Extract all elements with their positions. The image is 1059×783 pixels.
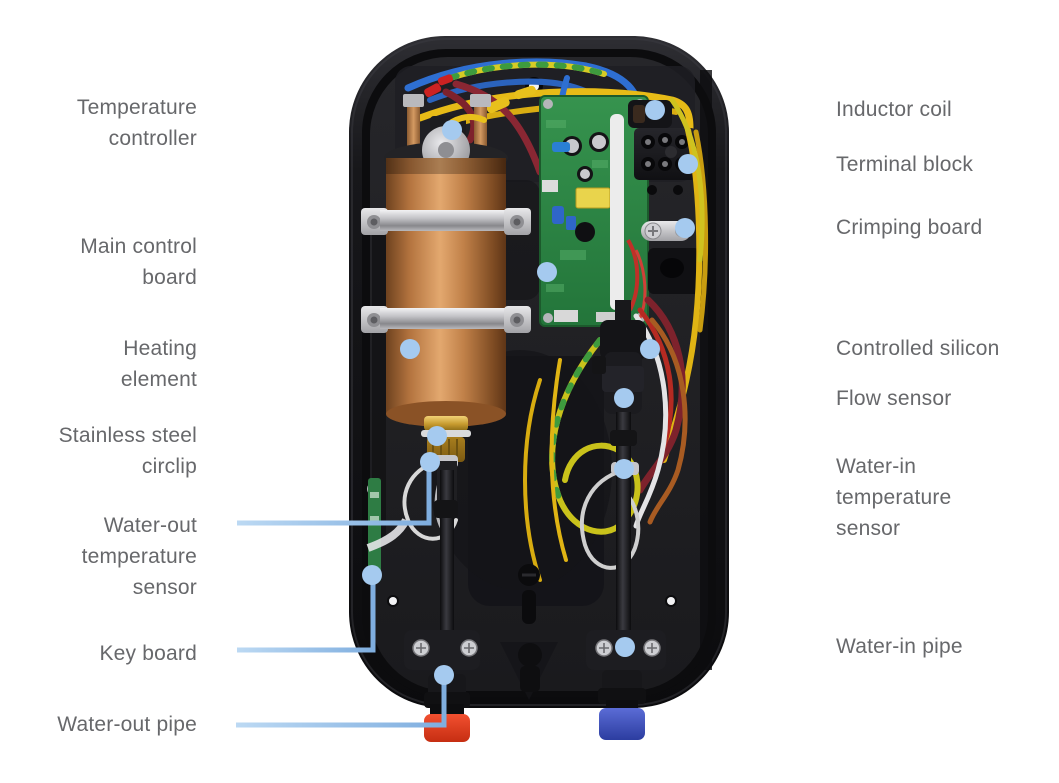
water-in-blue-fitting — [599, 708, 645, 740]
label-inductor-coil: Inductor coil — [836, 98, 952, 121]
terminal-block-part — [634, 128, 696, 195]
water-in-pipe-part — [592, 300, 646, 740]
key-board-part — [366, 478, 410, 582]
water-out-red-fitting — [424, 714, 470, 742]
bottom-fixtures — [387, 564, 677, 692]
main-control-board-pcb — [539, 95, 649, 327]
label-water-in-temperature-sensor: Water-in temperature sensor — [836, 455, 952, 540]
wire-crimp-connectors — [424, 74, 536, 114]
dot-water-out-temperature-sensor — [420, 452, 440, 472]
label-crimping-board: Crimping board — [836, 216, 983, 239]
cylinder-strap-upper — [361, 208, 531, 235]
label-controlled-silicon: Controlled silicon — [836, 337, 1000, 360]
cylinder-strap-lower — [361, 306, 531, 333]
leader-water-out-pipe — [236, 677, 447, 728]
dot-terminal-block — [678, 154, 698, 174]
dot-water-in-temperature-sensor — [614, 459, 634, 479]
dot-inductor-coil — [645, 100, 665, 120]
dot-water-in-pipe — [615, 637, 635, 657]
heating-element-cylinder — [361, 94, 531, 462]
leader-dots — [362, 100, 698, 685]
label-flow-sensor: Flow sensor — [836, 387, 952, 410]
dot-key-board — [362, 565, 382, 585]
dot-heating-element — [400, 339, 420, 359]
leader-lines — [236, 107, 810, 728]
label-temperature-controller: Temperature controller — [76, 96, 197, 150]
label-heating-element: Heating element — [120, 337, 197, 391]
label-stainless-steel-circlip: Stainless steel circlip — [58, 424, 197, 478]
dot-stainless-steel-circlip — [427, 426, 447, 446]
label-terminal-block: Terminal block — [836, 153, 974, 176]
dot-flow-sensor — [614, 388, 634, 408]
dot-crimping-board — [675, 218, 695, 238]
dot-controlled-silicon — [640, 339, 660, 359]
dot-temperature-controller — [442, 120, 462, 140]
pcb-white-channel — [610, 114, 624, 310]
label-main-control-board: Main control board — [80, 235, 197, 289]
label-key-board: Key board — [99, 642, 197, 665]
label-water-in-pipe: Water-in pipe — [836, 635, 963, 658]
dot-main-control-board — [537, 262, 557, 282]
leader-water-out-temperature-sensor — [237, 463, 432, 526]
water-heater-photo — [349, 36, 729, 742]
label-water-out-temperature-sensor: Water-out temperature sensor — [81, 514, 197, 599]
leader-key-board — [237, 577, 376, 653]
label-water-out-pipe: Water-out pipe — [57, 713, 197, 736]
dot-water-out-pipe — [434, 665, 454, 685]
